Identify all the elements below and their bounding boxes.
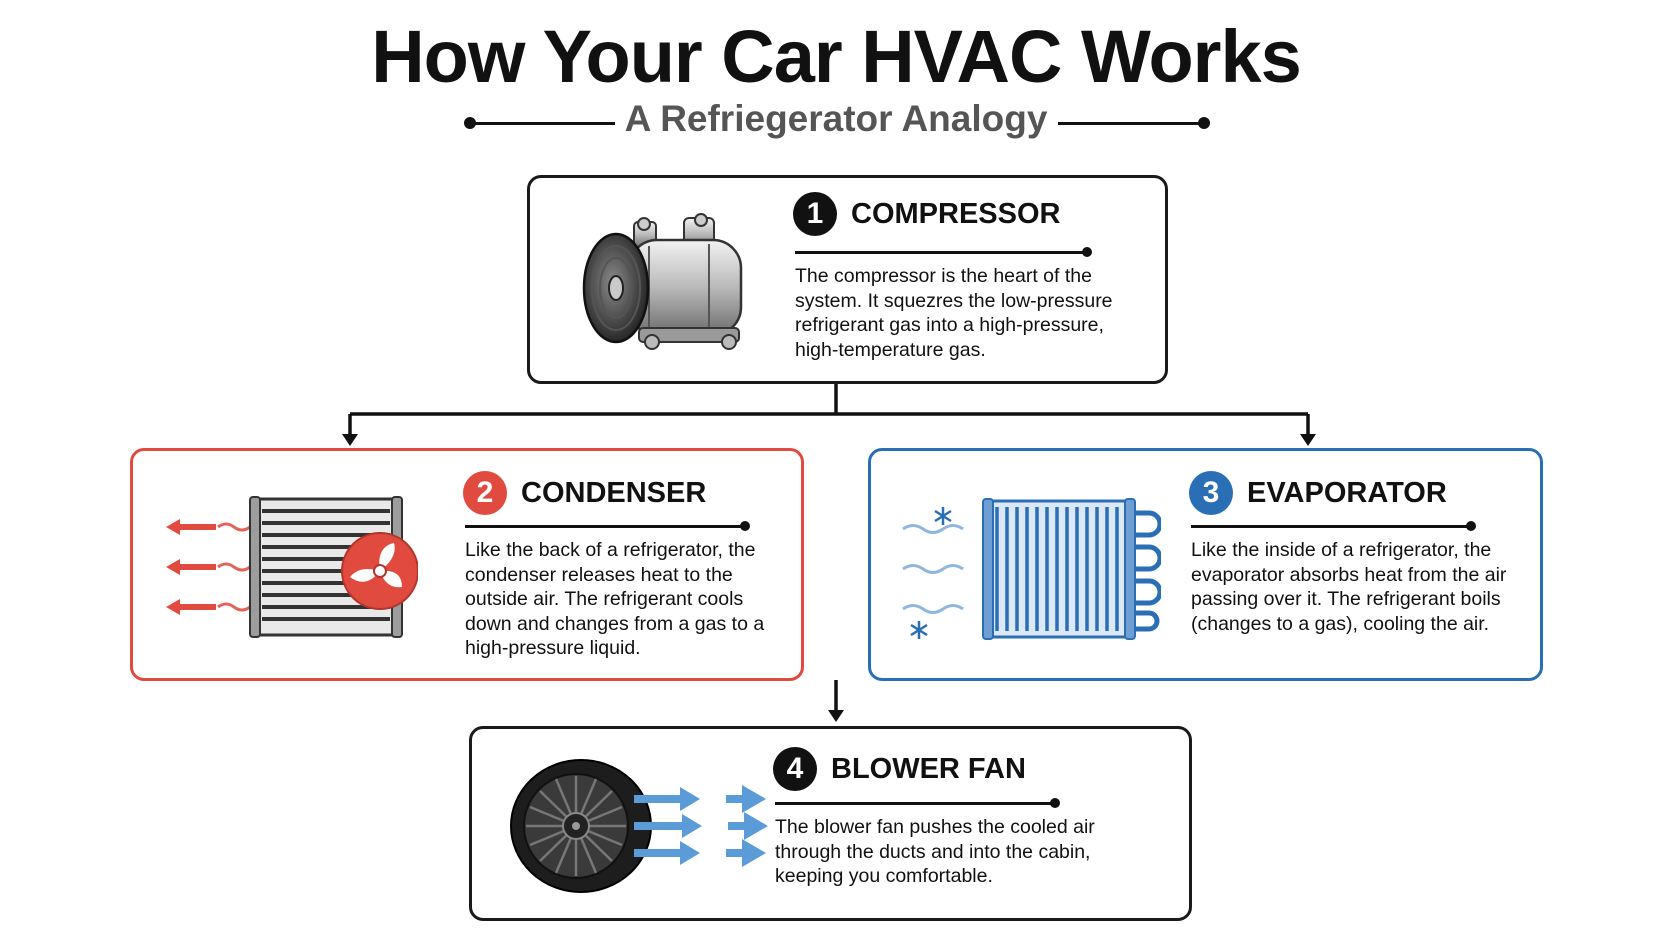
condenser-icon <box>158 493 418 643</box>
blower-fan-divider <box>775 798 1060 808</box>
arrow-to-condenser <box>342 434 358 446</box>
blower-fan-description: The blower fan pushes the cooled air thr… <box>775 816 1095 887</box>
evaporator-heading: 3 EVAPORATOR <box>1189 471 1447 515</box>
condenser-description: Like the back of a refrigerator, the con… <box>465 539 765 659</box>
subtitle-row: A Refriegerator Analogy <box>0 98 1672 148</box>
subtitle-right-line <box>1058 122 1204 125</box>
evaporator-description: Like the inside of a refrigerator, the e… <box>1191 539 1507 635</box>
step-number-badge: 4 <box>773 747 817 791</box>
compressor-card: 1 COMPRESSOR The compressor is the heart… <box>527 175 1168 384</box>
compressor-title: COMPRESSOR <box>851 197 1061 230</box>
condenser-title: CONDENSER <box>521 476 707 509</box>
condenser-heading: 2 CONDENSER <box>463 471 706 515</box>
evaporator-card: 3 EVAPORATOR Like the inside of a refrig… <box>868 448 1543 681</box>
arrow-to-blower <box>828 710 844 722</box>
step-number-badge: 1 <box>793 192 837 236</box>
arrow-to-evaporator <box>1300 434 1316 446</box>
evaporator-title: EVAPORATOR <box>1247 476 1447 509</box>
subtitle-right-dot <box>1198 117 1210 129</box>
compressor-heading: 1 COMPRESSOR <box>793 192 1060 236</box>
blower-fan-title: BLOWER FAN <box>831 752 1026 785</box>
evaporator-icon <box>901 495 1161 645</box>
blower-fan-icon <box>506 751 806 901</box>
page-subtitle: A Refriegerator Analogy <box>624 98 1048 139</box>
condenser-divider <box>465 521 750 531</box>
step-number-badge: 2 <box>463 471 507 515</box>
blower-fan-card: 4 BLOWER FAN The blower fan pushes the c… <box>469 726 1192 921</box>
compressor-divider <box>795 247 1092 257</box>
blower-fan-heading: 4 BLOWER FAN <box>773 747 1026 791</box>
condenser-card: 2 CONDENSER Like the back of a refrigera… <box>130 448 804 681</box>
page-title: How Your Car HVAC Works <box>371 15 1302 98</box>
snowflake-icon <box>910 507 952 639</box>
step-number-badge: 3 <box>1189 471 1233 515</box>
evaporator-divider <box>1191 521 1476 531</box>
compressor-description: The compressor is the heart of the syste… <box>795 265 1113 361</box>
subtitle-left-line <box>470 122 615 125</box>
compressor-icon <box>574 200 754 360</box>
